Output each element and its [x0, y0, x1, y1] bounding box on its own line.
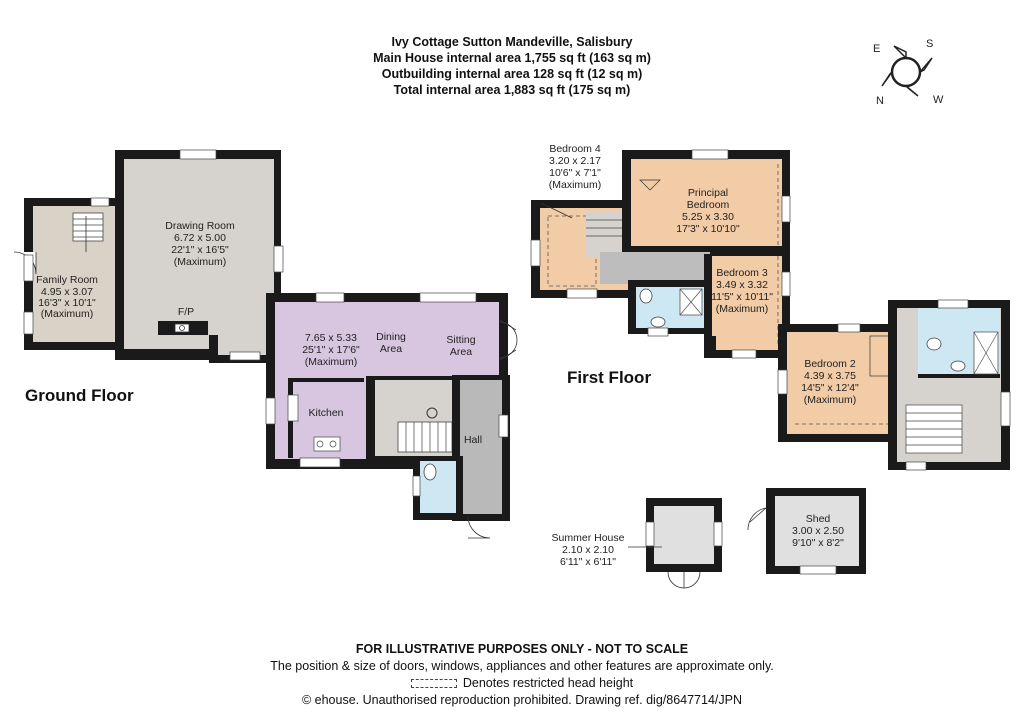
property-title: Ivy Cottage Sutton Mandeville, Salisbury: [391, 35, 633, 49]
drawing-room-imperial: 22'1" x 16'5": [171, 244, 229, 256]
dining-label-1: Dining: [376, 331, 406, 343]
disclaimer-text: The position & size of doors, windows, a…: [270, 659, 774, 673]
bedroom2-note: (Maximum): [804, 394, 857, 406]
first-floor-plan: [530, 149, 1011, 471]
bedroom3-name: Bedroom 3: [716, 267, 768, 279]
summer-house-name: Summer House: [552, 532, 625, 544]
bedroom4-metric: 3.20 x 2.17: [549, 155, 601, 167]
hall: [460, 380, 502, 514]
bedroom2-metric: 4.39 x 3.75: [804, 370, 856, 382]
bedroom3-note: (Maximum): [716, 303, 769, 315]
compass-w: W: [933, 94, 944, 106]
family-room-imperial: 16'3" x 10'1": [38, 297, 96, 309]
ground-floor-plan: [13, 149, 518, 539]
first-floor-label: First Floor: [567, 368, 652, 387]
hall-label: Hall: [464, 434, 482, 446]
restricted-height-legend: Denotes restricted head height: [0, 675, 1024, 692]
dining-note: (Maximum): [305, 356, 358, 368]
first-landing: [600, 252, 710, 284]
bedroom2-name: Bedroom 2: [804, 358, 856, 370]
bedroom3-metric: 3.49 x 3.32: [716, 279, 768, 291]
bedroom4-note: (Maximum): [549, 179, 602, 191]
summer-house-metric: 2.10 x 2.10: [562, 544, 614, 556]
shed-metric: 3.00 x 2.50: [792, 525, 844, 537]
ground-floor-label: Ground Floor: [25, 386, 134, 405]
summer-house-imperial: 6'11" x 6'11": [560, 556, 616, 568]
drawing-room-note: (Maximum): [174, 256, 227, 268]
drawing-room-name: Drawing Room: [165, 220, 235, 232]
dining-label-2: Area: [380, 343, 402, 355]
restricted-height-text: Denotes restricted head height: [462, 676, 634, 690]
compass-e: E: [873, 43, 880, 55]
principal-metric: 5.25 x 3.30: [682, 211, 734, 223]
dining-metric: 7.65 x 5.33: [305, 332, 357, 344]
compass-s: S: [926, 38, 933, 50]
family-room-note: (Maximum): [41, 308, 94, 320]
family-room-metric: 4.95 x 3.07: [41, 286, 93, 298]
shed-name: Shed: [806, 513, 831, 525]
principal-bedroom: [631, 159, 782, 246]
kitchen-label: Kitchen: [308, 407, 343, 419]
plan-header: Ivy Cottage Sutton Mandeville, Salisbury…: [0, 34, 1024, 98]
bedroom4-imperial: 10'6" x 7'1": [549, 167, 601, 179]
copyright-text: © ehouse. Unauthorised reproduction proh…: [301, 693, 743, 707]
plan-footer: FOR ILLUSTRATIVE PURPOSES ONLY - NOT TO …: [0, 641, 1024, 709]
outbuilding-area: Outbuilding internal area 128 sq ft (12 …: [381, 67, 643, 81]
dashed-box-icon: [410, 679, 457, 689]
summer-house: [654, 506, 714, 564]
shed-imperial: 9'10" x 8'2": [792, 537, 844, 549]
sitting-label-2: Area: [450, 346, 472, 358]
fireplace-label: F/P: [178, 306, 194, 318]
shed: [775, 496, 859, 566]
sitting-label-1: Sitting: [446, 334, 475, 346]
main-house-area: Main House internal area 1,755 sq ft (16…: [373, 51, 651, 65]
principal-name-1: Principal: [688, 187, 728, 199]
bedroom3-imperial: 11'5" x 10'11": [711, 291, 773, 303]
compass-icon: E S N W: [873, 38, 944, 107]
disclaimer-title: FOR ILLUSTRATIVE PURPOSES ONLY - NOT TO …: [355, 642, 689, 656]
principal-name-2: Bedroom: [687, 199, 730, 211]
compass-n: N: [876, 95, 884, 107]
principal-imperial: 17'3" x 10'10": [676, 223, 740, 235]
drawing-room-metric: 6.72 x 5.00: [174, 232, 226, 244]
bedroom4-name: Bedroom 4: [549, 143, 601, 155]
drawing-room: [124, 159, 274, 349]
total-area: Total internal area 1,883 sq ft (175 sq …: [393, 83, 631, 97]
shed-plan: [747, 488, 866, 575]
summer-house-plan: [628, 498, 723, 589]
dining-imperial: 25'1" x 17'6": [302, 344, 360, 356]
bedroom2-imperial: 14'5" x 12'4": [801, 382, 859, 394]
family-room-name: Family Room: [36, 274, 98, 286]
bedroom-3: [712, 256, 782, 350]
